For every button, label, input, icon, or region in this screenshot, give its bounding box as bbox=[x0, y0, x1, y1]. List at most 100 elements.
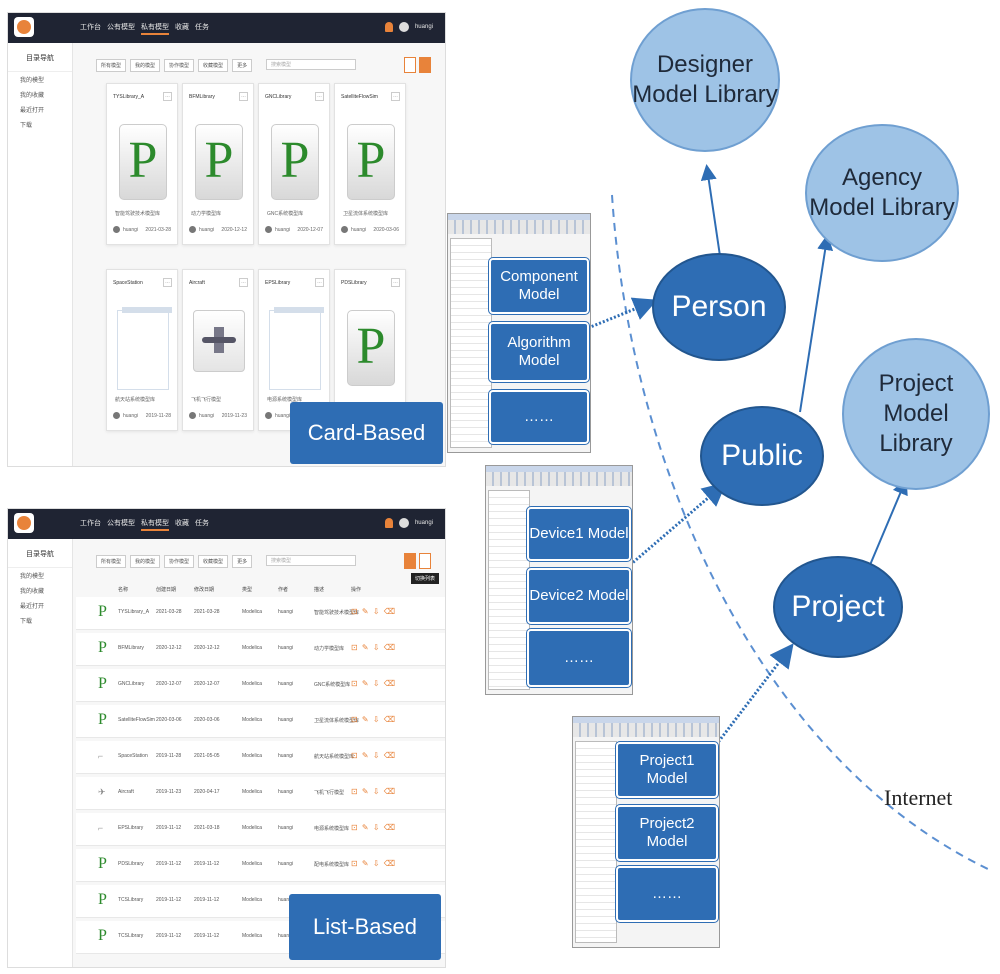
row-name[interactable]: SatelliteFlowSim bbox=[118, 717, 155, 723]
tab-mine[interactable]: 我的模型 bbox=[130, 59, 161, 72]
row-action-icons[interactable]: ⊡ ✎ ⇩ ⌫ bbox=[351, 823, 397, 832]
card-menu-icon[interactable]: … bbox=[391, 92, 400, 101]
row-action-icons[interactable]: ⊡ ✎ ⇩ ⌫ bbox=[351, 679, 397, 688]
row-modified: 2020-12-07 bbox=[194, 681, 220, 687]
project1-model-button[interactable]: Project1 Model bbox=[616, 742, 718, 798]
row-name[interactable]: BFMLibrary bbox=[118, 645, 144, 651]
tab-fav[interactable]: 收藏模型 bbox=[198, 59, 229, 72]
menu-item[interactable]: 公有模型 bbox=[107, 520, 135, 527]
row-name[interactable]: Aircraft bbox=[118, 789, 134, 795]
tab-more[interactable]: 更多 bbox=[232, 555, 253, 568]
menu-item[interactable]: 私有模型 bbox=[141, 22, 169, 35]
row-name[interactable]: TYSLibrary_A bbox=[118, 609, 150, 615]
row-action-icons[interactable]: ⊡ ✎ ⇩ ⌫ bbox=[351, 607, 397, 616]
card-view-icon[interactable] bbox=[419, 57, 431, 73]
device2-model-button[interactable]: Device2 Model bbox=[527, 568, 631, 624]
row-action-icons[interactable]: ⊡ ✎ ⇩ ⌫ bbox=[351, 715, 397, 724]
user-name[interactable]: huangi bbox=[414, 520, 433, 526]
row-action-icons[interactable]: ⊡ ✎ ⇩ ⌫ bbox=[351, 859, 397, 868]
row-name[interactable]: PDSLibrary bbox=[118, 861, 144, 867]
row-action-icons[interactable]: ⊡ ✎ ⇩ ⌫ bbox=[351, 643, 397, 652]
card-menu-icon[interactable]: … bbox=[163, 278, 172, 287]
row-action-icons[interactable]: ⊡ ✎ ⇩ ⌫ bbox=[351, 787, 397, 796]
menu-item[interactable]: 公有模型 bbox=[107, 24, 135, 31]
package-icon: P bbox=[98, 891, 107, 908]
notification-icon[interactable] bbox=[384, 518, 393, 528]
sidebar-item-download[interactable]: 下载 bbox=[20, 619, 33, 625]
more-device-button[interactable]: …… bbox=[527, 629, 631, 687]
card-menu-icon[interactable]: … bbox=[239, 92, 248, 101]
algorithm-model-button[interactable]: Algorithm Model bbox=[489, 322, 589, 382]
column-header[interactable]: 修改日期 bbox=[194, 587, 215, 593]
menu-item[interactable]: 工作台 bbox=[80, 520, 101, 527]
menu-item[interactable]: 工作台 bbox=[80, 24, 101, 31]
card-title: SatelliteFlowSim bbox=[341, 94, 378, 100]
column-header[interactable]: 描述 bbox=[314, 587, 325, 593]
card-menu-icon[interactable]: … bbox=[163, 92, 172, 101]
column-header[interactable]: 名称 bbox=[118, 587, 129, 593]
sidebar-item-download[interactable]: 下载 bbox=[20, 123, 33, 129]
sidebar-item-recent[interactable]: 最近打开 bbox=[20, 108, 45, 114]
user-name[interactable]: huangi bbox=[414, 24, 433, 30]
sidebar-item-favorites[interactable]: 我的收藏 bbox=[20, 589, 45, 595]
column-header[interactable]: 作者 bbox=[278, 587, 289, 593]
tab-fav[interactable]: 收藏模型 bbox=[198, 555, 229, 568]
search-input[interactable]: 搜索模型 bbox=[266, 59, 356, 70]
list-view-icon[interactable] bbox=[404, 57, 416, 73]
menu-item[interactable]: 任务 bbox=[195, 24, 209, 31]
sidebar-item-my-models[interactable]: 我的模型 bbox=[20, 78, 45, 84]
device1-model-button[interactable]: Device1 Model bbox=[527, 507, 631, 561]
row-action-icons[interactable]: ⊡ ✎ ⇩ ⌫ bbox=[351, 751, 397, 760]
row-name[interactable]: TCSLibrary bbox=[118, 897, 144, 903]
more-component-button[interactable]: …… bbox=[489, 390, 589, 444]
card-menu-icon[interactable]: … bbox=[239, 278, 248, 287]
component-model-button[interactable]: Component Model bbox=[489, 258, 589, 314]
notification-icon[interactable] bbox=[384, 22, 393, 32]
row-name[interactable]: SpaceStation bbox=[118, 753, 148, 759]
menu-item[interactable]: 任务 bbox=[195, 520, 209, 527]
menu-item[interactable]: 收藏 bbox=[175, 520, 189, 527]
project2-model-button[interactable]: Project2 Model bbox=[616, 805, 718, 861]
row-name[interactable]: TCSLibrary bbox=[118, 933, 144, 939]
menu-item[interactable]: 收藏 bbox=[175, 24, 189, 31]
column-header[interactable]: 类型 bbox=[242, 587, 253, 593]
column-header[interactable]: 创建日期 bbox=[156, 587, 177, 593]
card-menu-icon[interactable]: … bbox=[315, 92, 324, 101]
sidebar-item-my-models[interactable]: 我的模型 bbox=[20, 574, 45, 580]
search-input[interactable]: 搜索模型 bbox=[266, 555, 356, 566]
card-author: huangi bbox=[351, 226, 367, 233]
tab-all[interactable]: 所有模型 bbox=[96, 59, 127, 72]
row-name[interactable]: GNCLibrary bbox=[118, 681, 145, 687]
tab-mine[interactable]: 我的模型 bbox=[130, 555, 161, 568]
tab-collab[interactable]: 协作模型 bbox=[164, 555, 195, 568]
tab-all[interactable]: 所有模型 bbox=[96, 555, 127, 568]
more-project-button[interactable]: …… bbox=[616, 866, 718, 922]
row-name[interactable]: EPSLibrary bbox=[118, 825, 144, 831]
tab-collab[interactable]: 协作模型 bbox=[164, 59, 195, 72]
column-header[interactable]: 操作 bbox=[351, 587, 362, 593]
card-menu-icon[interactable]: … bbox=[391, 278, 400, 287]
menu-item[interactable]: 私有模型 bbox=[141, 518, 169, 531]
list-view-icon[interactable] bbox=[404, 553, 416, 569]
avatar[interactable] bbox=[398, 518, 409, 528]
avatar[interactable] bbox=[398, 22, 409, 32]
card-view-icon[interactable] bbox=[419, 553, 431, 569]
tab-more[interactable]: 更多 bbox=[232, 59, 253, 72]
card-menu-icon[interactable]: … bbox=[315, 278, 324, 287]
sidebar-item-favorites[interactable]: 我的收藏 bbox=[20, 93, 45, 99]
sidebar-item-recent[interactable]: 最近打开 bbox=[20, 604, 45, 610]
